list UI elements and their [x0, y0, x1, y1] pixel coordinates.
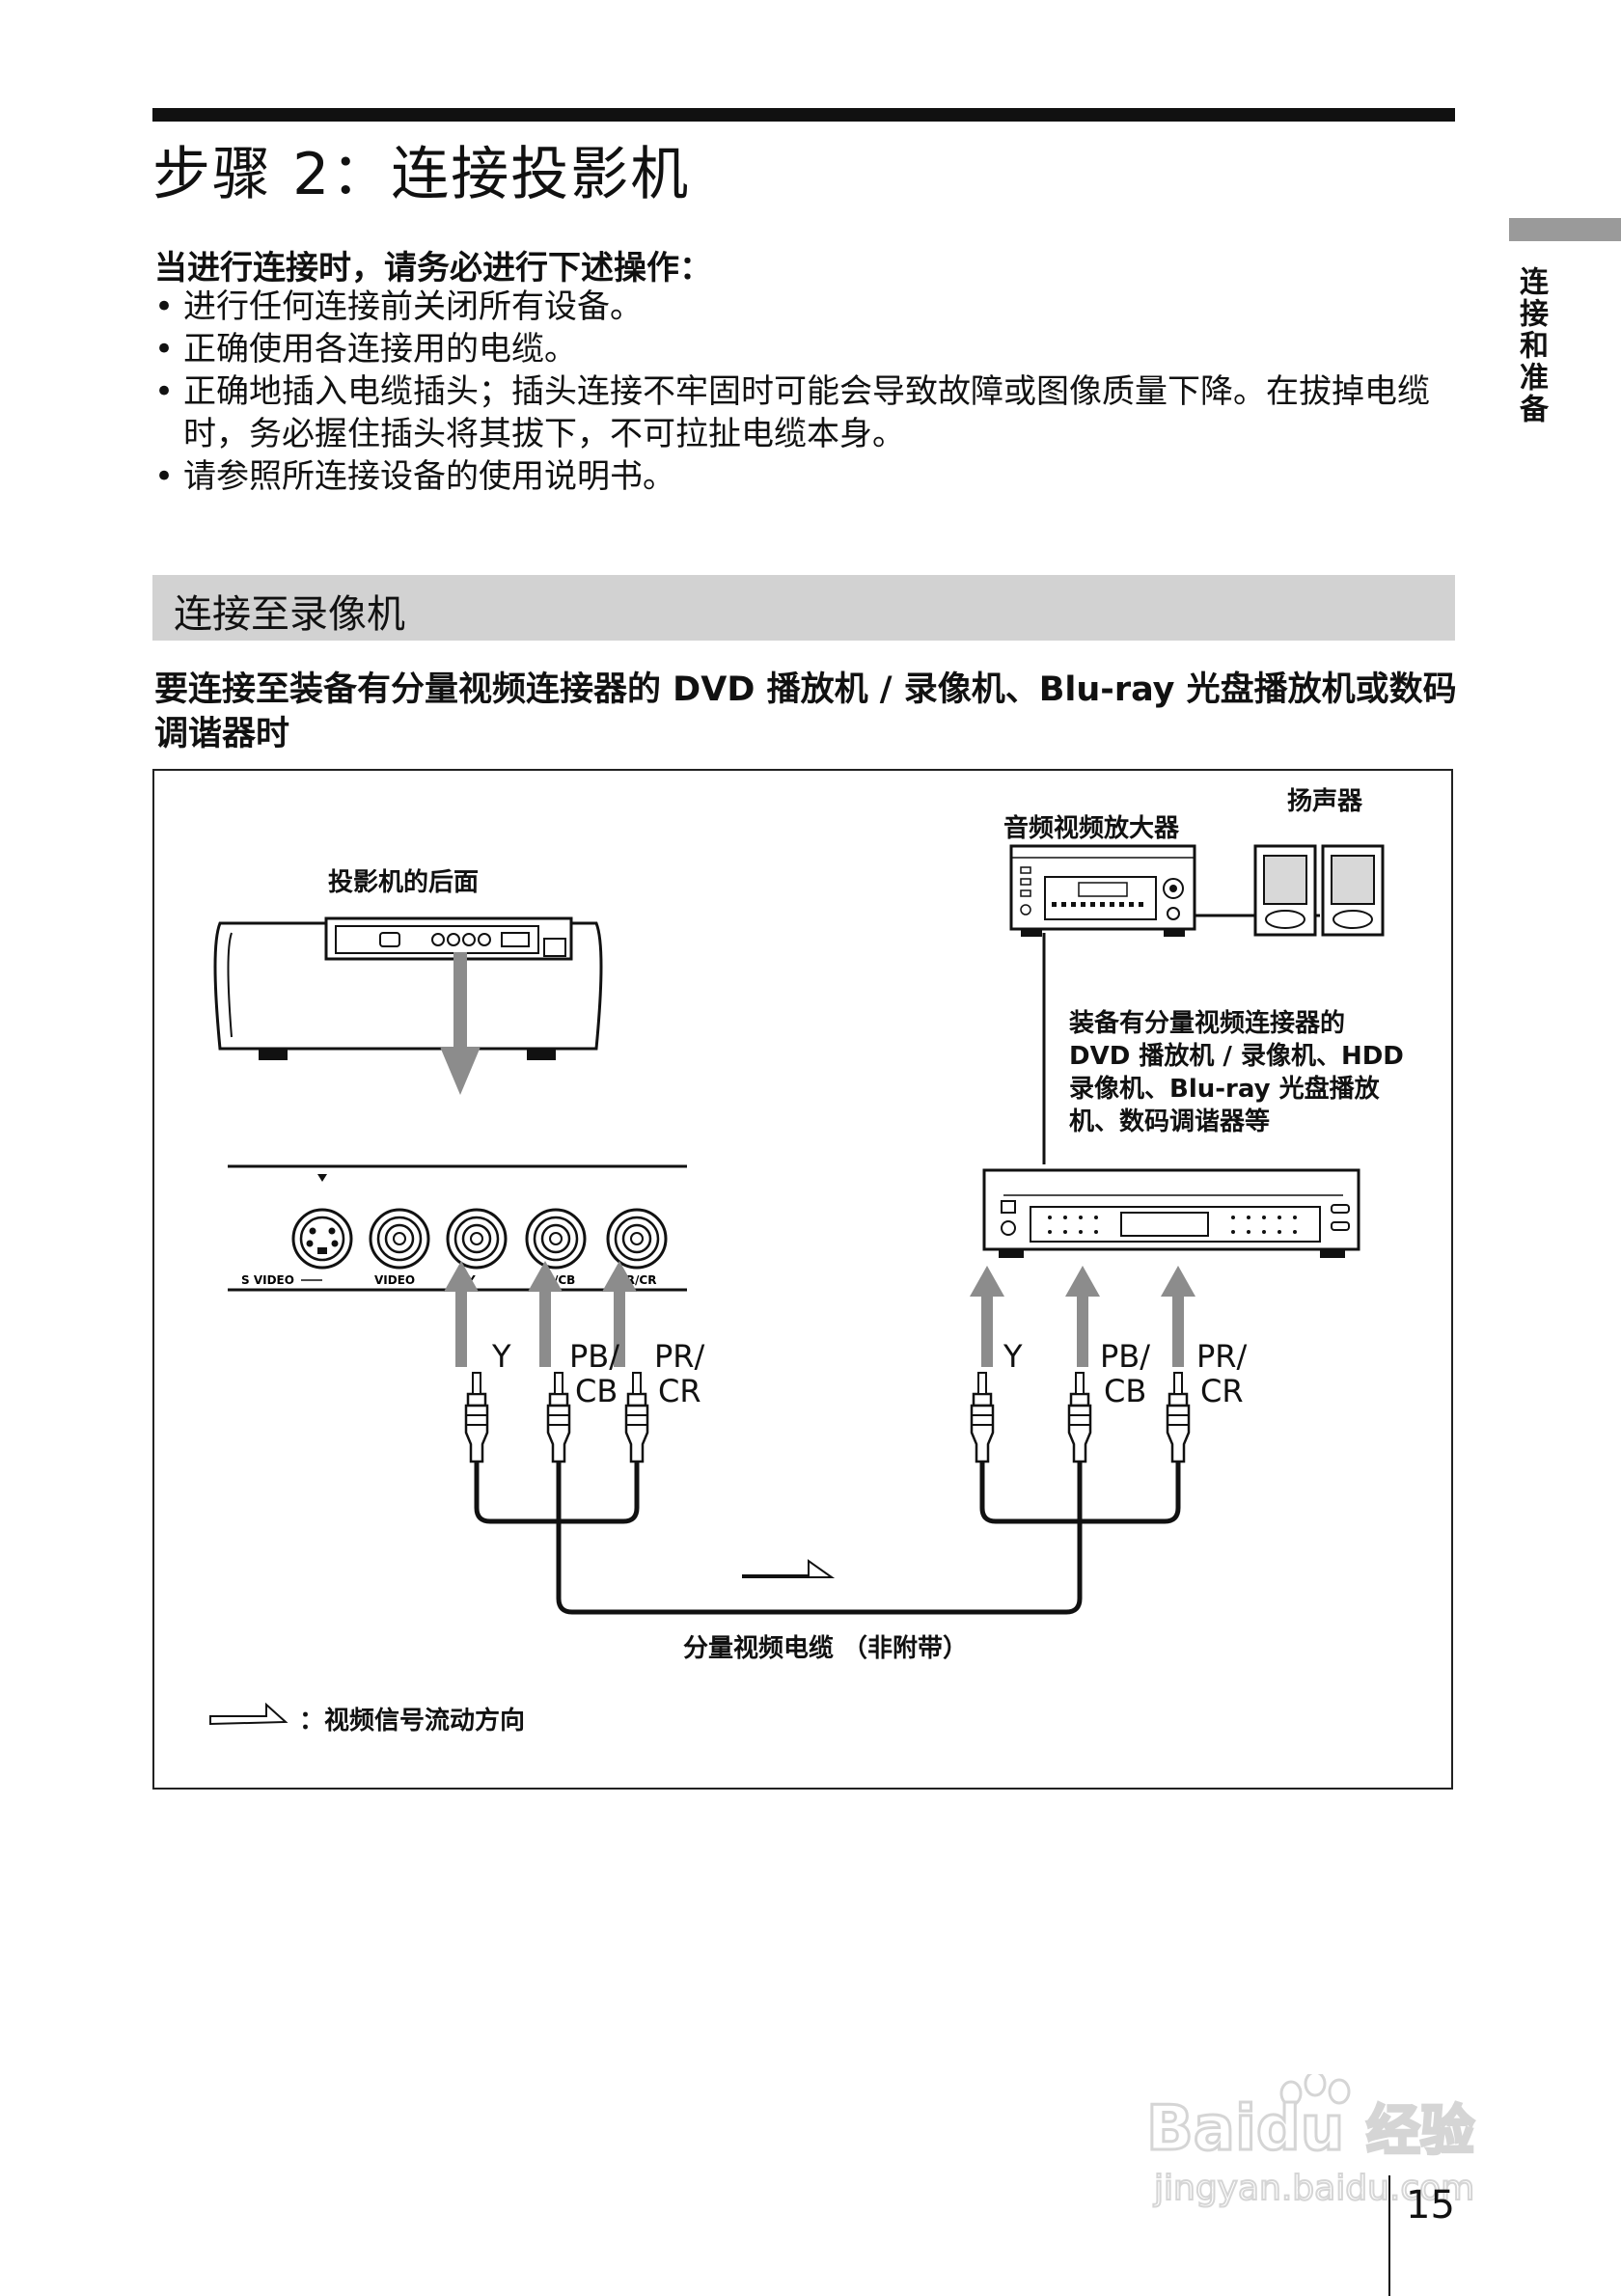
- right-plugs: [970, 1371, 1191, 1463]
- legend-arrow-icon: [209, 1702, 288, 1726]
- watermark-brand-cn: 经验: [1366, 2100, 1474, 2163]
- section-title: 连接至录像机: [174, 592, 405, 637]
- watermark-url: jingyan.baidu.com: [1153, 2169, 1474, 2208]
- projector-connector-panel: S VIDEO VIDEO Y PB/CB PR/CR: [228, 1164, 687, 1292]
- right-plug-label-pb: PB/: [1100, 1338, 1150, 1375]
- dvd-player-illustration: [982, 1168, 1360, 1258]
- section-band: [152, 575, 1455, 641]
- port-label-video: VIDEO: [374, 1273, 415, 1287]
- intro-heading: 当进行连接时，请务必进行下述操作：: [154, 249, 712, 287]
- left-plug-label-cr: CR: [658, 1373, 701, 1409]
- port-label-svideo: S VIDEO: [241, 1273, 294, 1287]
- left-plug-label-cb: CB: [575, 1373, 618, 1409]
- top-rule: [152, 108, 1455, 122]
- bullet-item: 请参照所连接设备的使用说明书。: [154, 455, 1447, 498]
- bullet-item: 进行任何连接前关闭所有设备。: [154, 286, 1447, 328]
- down-arrow: [440, 952, 481, 1095]
- projector-rear-label: 投影机的后面: [328, 867, 479, 897]
- device-label-line: DVD 播放机 / 录像机、HDD: [1069, 1041, 1404, 1071]
- sub-heading: 要连接至装备有分量视频连接器的 DVD 播放机 / 录像机、Blu-ray 光盘…: [154, 670, 1457, 753]
- left-plug-label-y: Y: [491, 1338, 511, 1375]
- projector-illustration: [213, 916, 603, 1060]
- legend-text: ：视频信号流动方向: [299, 1706, 525, 1736]
- left-plug-label-pr: PR/: [654, 1338, 705, 1375]
- signal-flow-arrow: [742, 1559, 836, 1578]
- right-plug-label-y: Y: [1003, 1338, 1023, 1375]
- device-label-line: 录像机、Blu-ray 光盘播放: [1069, 1074, 1381, 1104]
- bullet-item: 正确使用各连接用的电缆。: [154, 328, 1447, 370]
- side-tab-bar: [1509, 218, 1621, 241]
- left-plug-label-pb: PB/: [569, 1338, 619, 1375]
- connection-diagram: S VIDEO VIDEO Y PB/CB PR/CR Y PB/ CB PR/…: [209, 787, 1404, 1736]
- right-plug-label-cr: CR: [1200, 1373, 1244, 1409]
- component-cable: [474, 1462, 1181, 1615]
- page-title: 步骤 2：连接投影机: [152, 141, 691, 208]
- legend: ：视频信号流动方向: [209, 1702, 525, 1736]
- footer-rule: [1388, 2175, 1390, 2296]
- amplifier-label: 音频视频放大器: [1003, 813, 1180, 843]
- cable-label: 分量视频电缆 （非附带）: [683, 1633, 968, 1663]
- right-plug-label-cb: CB: [1104, 1373, 1146, 1409]
- left-signal-arrows: [444, 1261, 637, 1367]
- right-plug-label-pr: PR/: [1196, 1338, 1248, 1375]
- side-tab-label: 连接和准备: [1514, 266, 1548, 425]
- speakers-illustration: [1253, 844, 1385, 937]
- av-amplifier-illustration: [1009, 844, 1320, 1164]
- baidu-watermark-logo: Baidu 经验 jingyan.baidu.com: [1146, 2074, 1476, 2209]
- speaker-label: 扬声器: [1287, 787, 1363, 816]
- bullet-list: 进行任何连接前关闭所有设备。 正确使用各连接用的电缆。 正确地插入电缆插头；插头…: [154, 286, 1447, 498]
- diagram-frame: [152, 769, 1453, 1790]
- device-label-line: 装备有分量视频连接器的: [1069, 1008, 1345, 1038]
- left-plugs: [464, 1371, 649, 1463]
- device-label-line: 机、数码调谐器等: [1069, 1107, 1270, 1136]
- bullet-item: 正确地插入电缆插头；插头连接不牢固时可能会导致故障或图像质量下降。在拔掉电缆时，…: [154, 370, 1447, 455]
- watermark-brand: Baidu: [1146, 2093, 1344, 2165]
- page-number: 15: [1406, 2183, 1455, 2228]
- right-signal-arrows: [970, 1266, 1195, 1367]
